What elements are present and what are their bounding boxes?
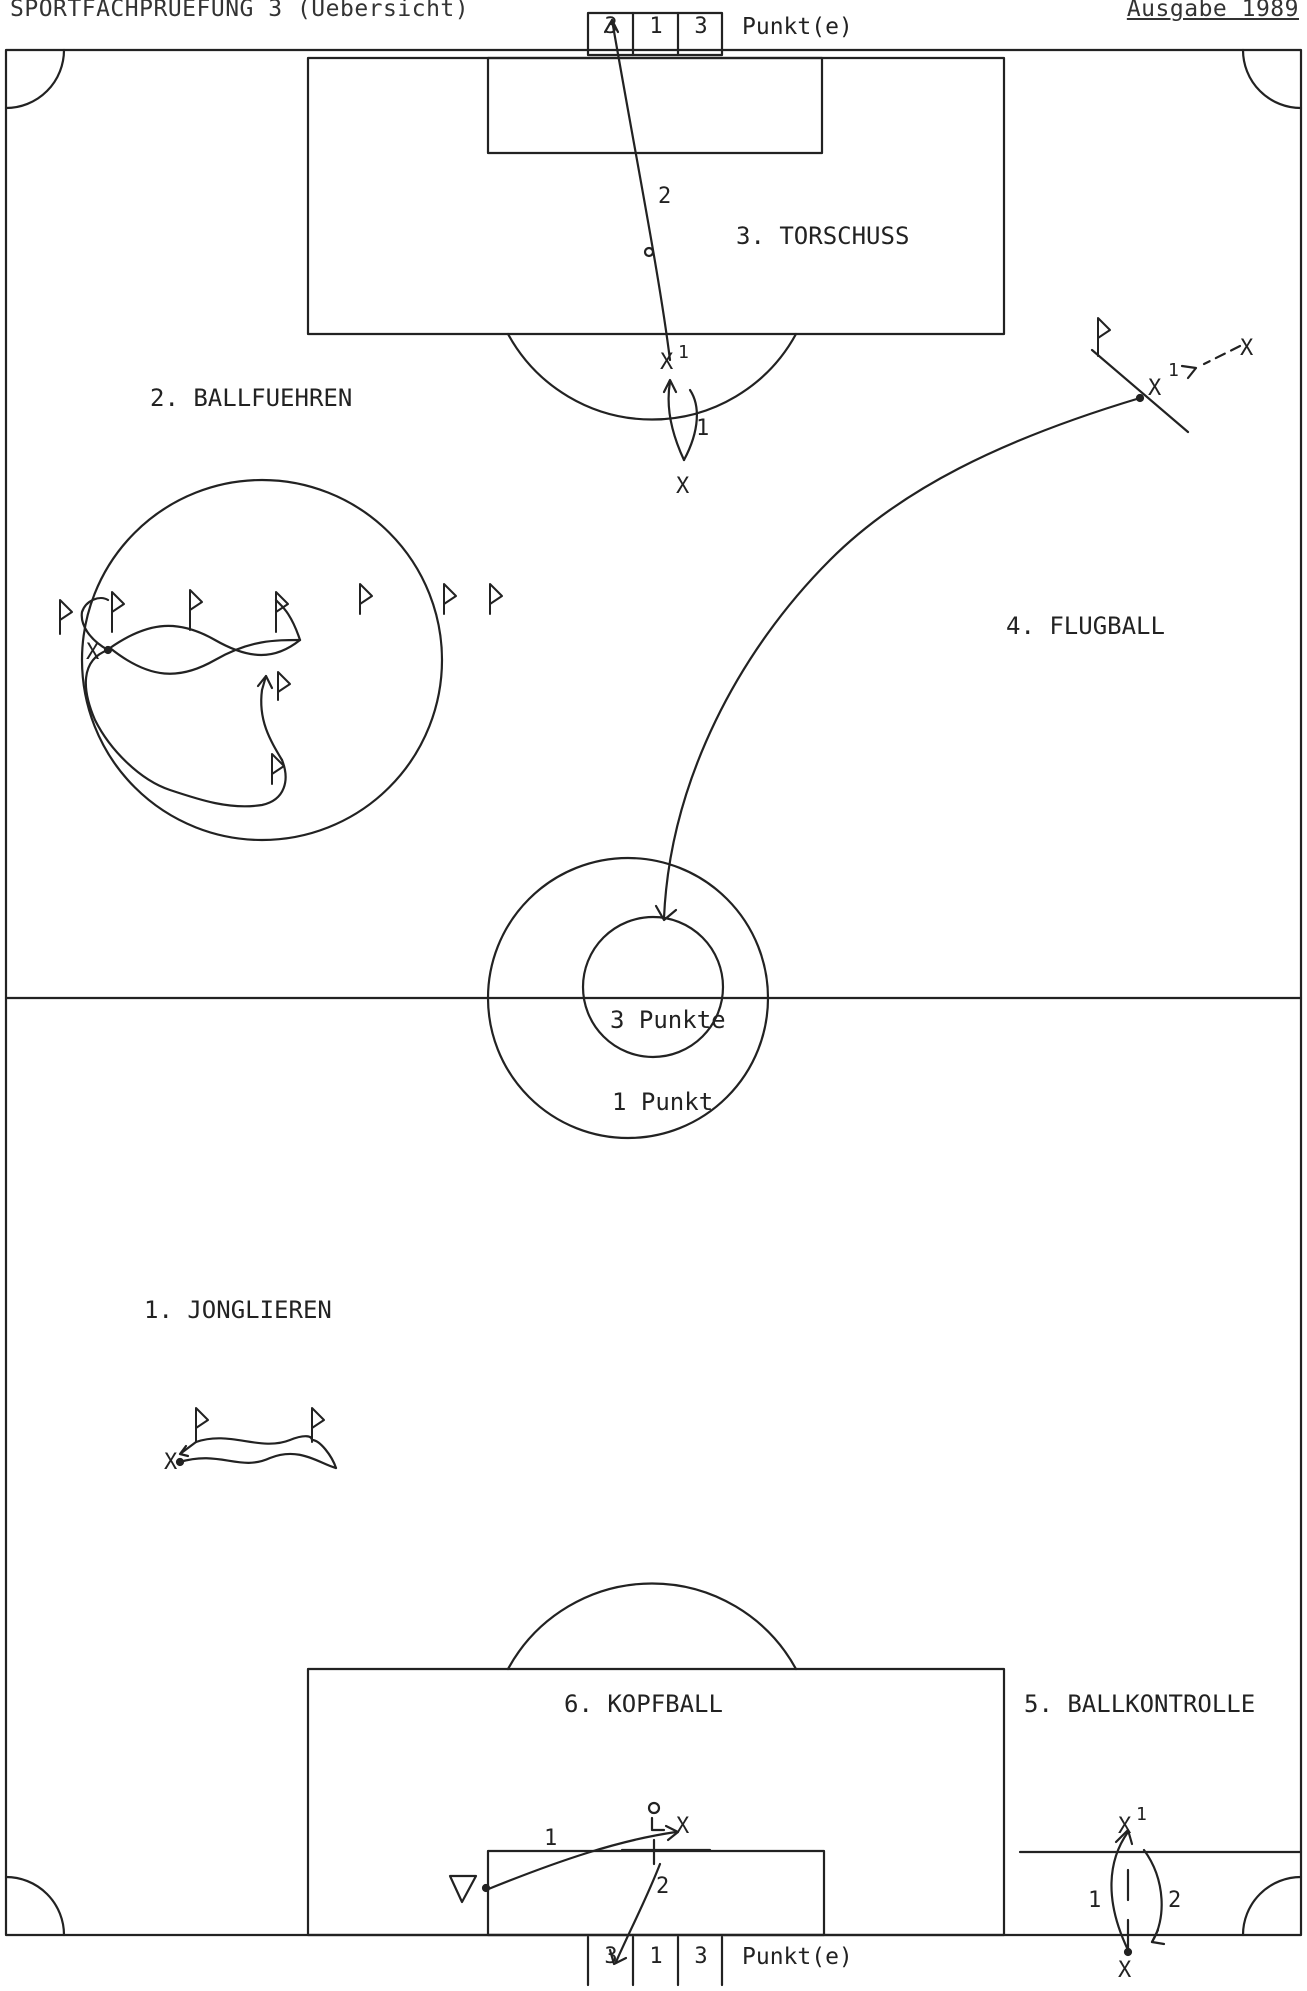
- page-title: SPORTFACHPRUEFUNG 3 (Uebersicht): [10, 0, 470, 22]
- score-top-2: 1: [649, 14, 663, 39]
- ball-dot: [103, 645, 113, 655]
- kopfball-path: [448, 1801, 712, 1966]
- flag-icons: [59, 317, 1111, 1443]
- score-bottom-1: 3: [604, 1944, 618, 1969]
- goal-box-top: [586, 11, 724, 57]
- corner-arc-top-right: [1241, 48, 1303, 110]
- score-unit-top: Punkt(e): [742, 14, 853, 40]
- step-label: 1: [1168, 360, 1179, 381]
- torschuss-path: [603, 18, 698, 462]
- step-label: 2: [1168, 1888, 1182, 1913]
- step-label: 1: [1136, 1804, 1147, 1825]
- station-torschuss-label: 3. TORSCHUSS: [736, 222, 910, 250]
- score-top-3: 3: [694, 14, 708, 39]
- score-bottom-2: 1: [649, 1944, 663, 1969]
- player-marker: X: [1148, 376, 1162, 401]
- edition-label: Ausgabe 1989: [1126, 0, 1299, 22]
- score-unit-bottom: Punkt(e): [742, 1944, 853, 1970]
- player-marker: X: [1118, 1958, 1132, 1983]
- player-marker: X: [1118, 1814, 1132, 1839]
- step-label: 1: [696, 416, 710, 441]
- score-bottom-3: 3: [694, 1944, 708, 1969]
- player-marker: X: [164, 1450, 178, 1475]
- penalty-arc-bottom: [506, 1582, 798, 1671]
- ballkontrolle-path: [1018, 1828, 1303, 1952]
- corner-arc-bottom-left: [4, 1875, 66, 1937]
- player-marker: X: [86, 640, 100, 665]
- inner-circle-label: 3 Punkte: [610, 1006, 726, 1034]
- outer-circle-label: 1 Punkt: [612, 1088, 714, 1116]
- jonglieren-path: [178, 1435, 338, 1470]
- ballfuehren-circle: [80, 478, 444, 842]
- flugball-path: [654, 344, 1242, 922]
- station-jonglieren-label: 1. JONGLIEREN: [144, 1296, 332, 1324]
- step-label: 1: [678, 342, 689, 363]
- step-label: 1: [1088, 1888, 1102, 1913]
- step-label: 2: [656, 1874, 670, 1899]
- corner-arc-top-left: [4, 48, 66, 110]
- score-top-1: 3: [604, 14, 618, 39]
- ballfuehren-path: [80, 596, 302, 808]
- station-flugball-label: 4. FLUGBALL: [1006, 612, 1165, 640]
- corner-arc-bottom-right: [1241, 1875, 1303, 1937]
- step-label: 1: [544, 1826, 558, 1851]
- penalty-area-top: [306, 56, 1006, 336]
- player-marker: X: [1240, 336, 1254, 361]
- target-inner-circle: [581, 915, 725, 1059]
- station-ballfuehren-label: 2. BALLFUEHREN: [150, 384, 353, 412]
- player-marker: X: [676, 1814, 690, 1839]
- station-ballkontrolle-label: 5. BALLKONTROLLE: [1024, 1690, 1256, 1718]
- player-marker: X: [676, 474, 690, 499]
- station-kopfball-label: 6. KOPFBALL: [564, 1690, 723, 1718]
- step-label: 2: [658, 184, 672, 209]
- goal-area-top: [486, 56, 824, 155]
- player-marker: X: [660, 350, 674, 375]
- penalty-arc-top: [506, 332, 798, 421]
- target-outer-circle: [486, 856, 770, 1140]
